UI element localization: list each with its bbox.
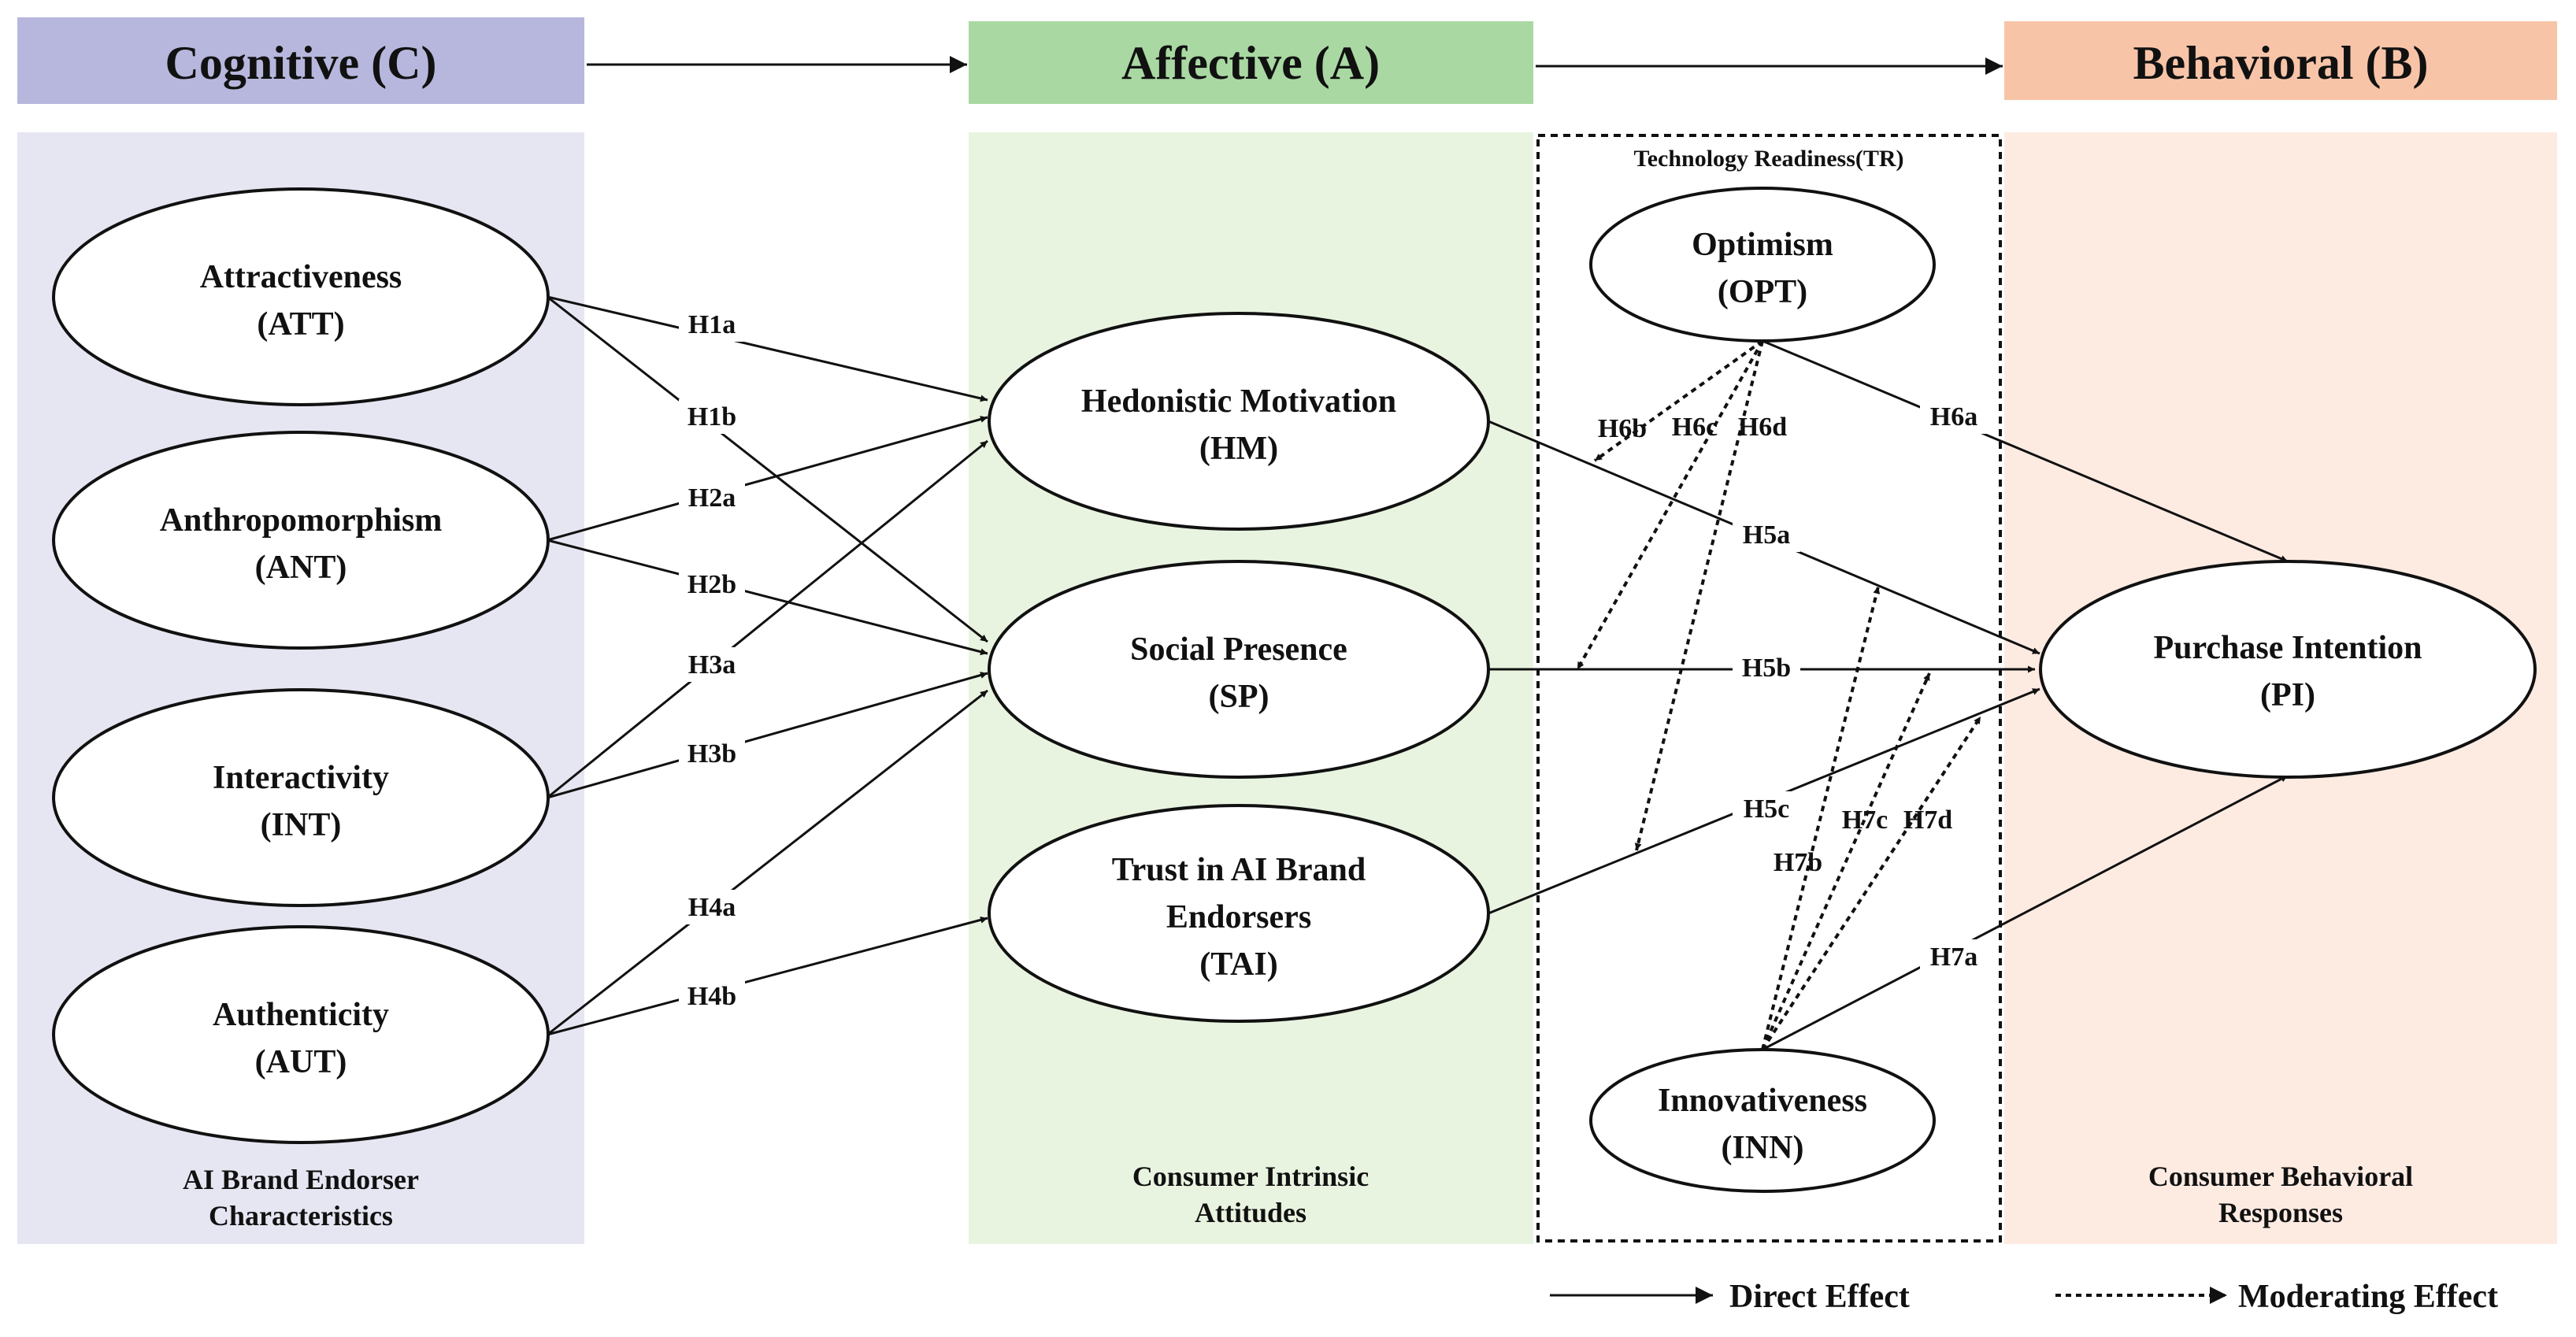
label-h5c: H5c bbox=[1744, 794, 1790, 824]
path-h6a bbox=[1762, 339, 2289, 563]
node-aut-name: Authenticity bbox=[213, 997, 389, 1033]
node-sp-name: Social Presence bbox=[1130, 631, 1347, 668]
node-pi-abbr: (PI) bbox=[2260, 677, 2315, 713]
cognitive-header: Cognitive (C) bbox=[165, 37, 437, 89]
path-h3b bbox=[547, 672, 988, 799]
technology-readiness-title: Technology Readiness(TR) bbox=[1633, 146, 1903, 172]
node-inn-name: Innovativeness bbox=[1658, 1083, 1867, 1119]
node-tai-name: Trust in AI Brand bbox=[1112, 852, 1366, 888]
path-h7b bbox=[1761, 586, 1881, 1050]
path-h2a bbox=[547, 416, 988, 542]
h6a-label-bg bbox=[1920, 399, 1988, 434]
h1b-label-bg bbox=[679, 399, 745, 434]
affective-caption-line2: Attitudes bbox=[1195, 1197, 1307, 1228]
node-tai-name-2: Endorsers bbox=[1166, 899, 1311, 935]
label-h3b: H3b bbox=[688, 739, 736, 768]
node-hm-abbr: (HM) bbox=[1199, 431, 1278, 467]
node-tai-ellipse bbox=[988, 804, 1490, 1023]
path-h1a bbox=[547, 295, 988, 402]
label-h6a: H6a bbox=[1930, 402, 1977, 431]
path-h7d bbox=[1761, 715, 1982, 1051]
affective-header-band bbox=[969, 21, 1533, 104]
cognitive-caption-line1: AI Brand Endorser bbox=[183, 1164, 419, 1195]
node-int-ellipse bbox=[52, 688, 550, 907]
node-ant-ellipse bbox=[52, 431, 550, 650]
node-aut-ellipse bbox=[52, 925, 550, 1144]
node-att-name: Attractiveness bbox=[200, 259, 402, 295]
node-hm-ellipse bbox=[988, 312, 1490, 531]
node-sp-ellipse bbox=[988, 560, 1490, 779]
label-h6b: H6b bbox=[1598, 414, 1647, 443]
node-inn-ellipse bbox=[1589, 1048, 1936, 1193]
node-aut-abbr: (AUT) bbox=[255, 1044, 347, 1080]
legend-moderating-label: Moderating Effect bbox=[2238, 1279, 2498, 1315]
cognitive-caption-line2: Characteristics bbox=[209, 1200, 393, 1231]
node-inn-abbr: (INN) bbox=[1722, 1130, 1804, 1166]
node-int-name: Interactivity bbox=[213, 760, 389, 796]
label-h4a: H4a bbox=[688, 893, 736, 922]
label-h1b: H1b bbox=[688, 402, 736, 431]
legend-direct-label: Direct Effect bbox=[1729, 1279, 1910, 1315]
path-h4a bbox=[547, 689, 988, 1036]
label-h7b: H7b bbox=[1774, 848, 1822, 877]
h7a-label-bg bbox=[1920, 939, 1988, 974]
label-h1a: H1a bbox=[688, 310, 736, 339]
h3b-label-bg bbox=[679, 736, 745, 771]
node-ant-name: Anthropomorphism bbox=[160, 502, 443, 539]
behavioral-caption-line2: Responses bbox=[2218, 1197, 2343, 1228]
node-pi-ellipse bbox=[2039, 560, 2537, 779]
h5b-label-bg bbox=[1733, 650, 1800, 685]
node-int-abbr: (INT) bbox=[261, 807, 342, 843]
node-att-abbr: (ATT) bbox=[257, 306, 344, 343]
behavioral-header: Behavioral (B) bbox=[2133, 37, 2429, 89]
path-h7a bbox=[1762, 774, 2289, 1051]
path-h1b bbox=[547, 295, 988, 643]
node-ant-abbr: (ANT) bbox=[255, 550, 347, 586]
path-h3a bbox=[547, 439, 988, 799]
path-h6b bbox=[1593, 339, 1764, 462]
label-h7c: H7c bbox=[1842, 806, 1888, 835]
label-h7a: H7a bbox=[1930, 943, 1977, 972]
node-tai-abbr: (TAI) bbox=[1199, 946, 1278, 983]
h2a-label-bg bbox=[679, 480, 745, 515]
h5c-label-bg bbox=[1733, 791, 1800, 826]
label-h7d: H7d bbox=[1903, 806, 1952, 835]
cognitive-header-band bbox=[17, 17, 584, 104]
node-pi-name: Purchase Intention bbox=[2153, 630, 2422, 666]
node-opt-abbr: (OPT) bbox=[1718, 274, 1807, 310]
label-h3a: H3a bbox=[688, 650, 736, 680]
behavioral-header-band bbox=[2004, 21, 2557, 100]
node-hm-name: Hedonistic Motivation bbox=[1081, 383, 1396, 420]
node-sp-abbr: (SP) bbox=[1209, 679, 1269, 715]
path-h7c bbox=[1761, 672, 1931, 1050]
h4b-label-bg bbox=[679, 979, 745, 1013]
path-h6c bbox=[1576, 340, 1764, 670]
h3a-label-bg bbox=[679, 647, 745, 682]
h2b-label-bg bbox=[679, 567, 745, 602]
h5a-label-bg bbox=[1733, 517, 1800, 552]
label-h2b: H2b bbox=[688, 570, 736, 599]
node-att-ellipse bbox=[52, 187, 550, 406]
path-h2b bbox=[547, 539, 988, 656]
node-opt-ellipse bbox=[1589, 187, 1936, 343]
label-h5a: H5a bbox=[1743, 520, 1790, 550]
label-h2a: H2a bbox=[688, 483, 736, 513]
affective-caption-line1: Consumer Intrinsic bbox=[1132, 1161, 1369, 1192]
label-h6c: H6c bbox=[1672, 413, 1718, 442]
behavioral-caption-line1: Consumer Behavioral bbox=[2148, 1161, 2413, 1192]
technology-readiness-box bbox=[1536, 134, 2002, 1243]
h4a-label-bg bbox=[679, 890, 745, 924]
node-opt-name: Optimism bbox=[1692, 227, 1833, 263]
label-h4b: H4b bbox=[688, 982, 736, 1011]
affective-header: Affective (A) bbox=[1121, 37, 1380, 89]
h1a-label-bg bbox=[679, 307, 745, 342]
label-h5b: H5b bbox=[1742, 654, 1791, 683]
label-h6d: H6d bbox=[1738, 413, 1787, 442]
path-h4b bbox=[547, 916, 988, 1036]
